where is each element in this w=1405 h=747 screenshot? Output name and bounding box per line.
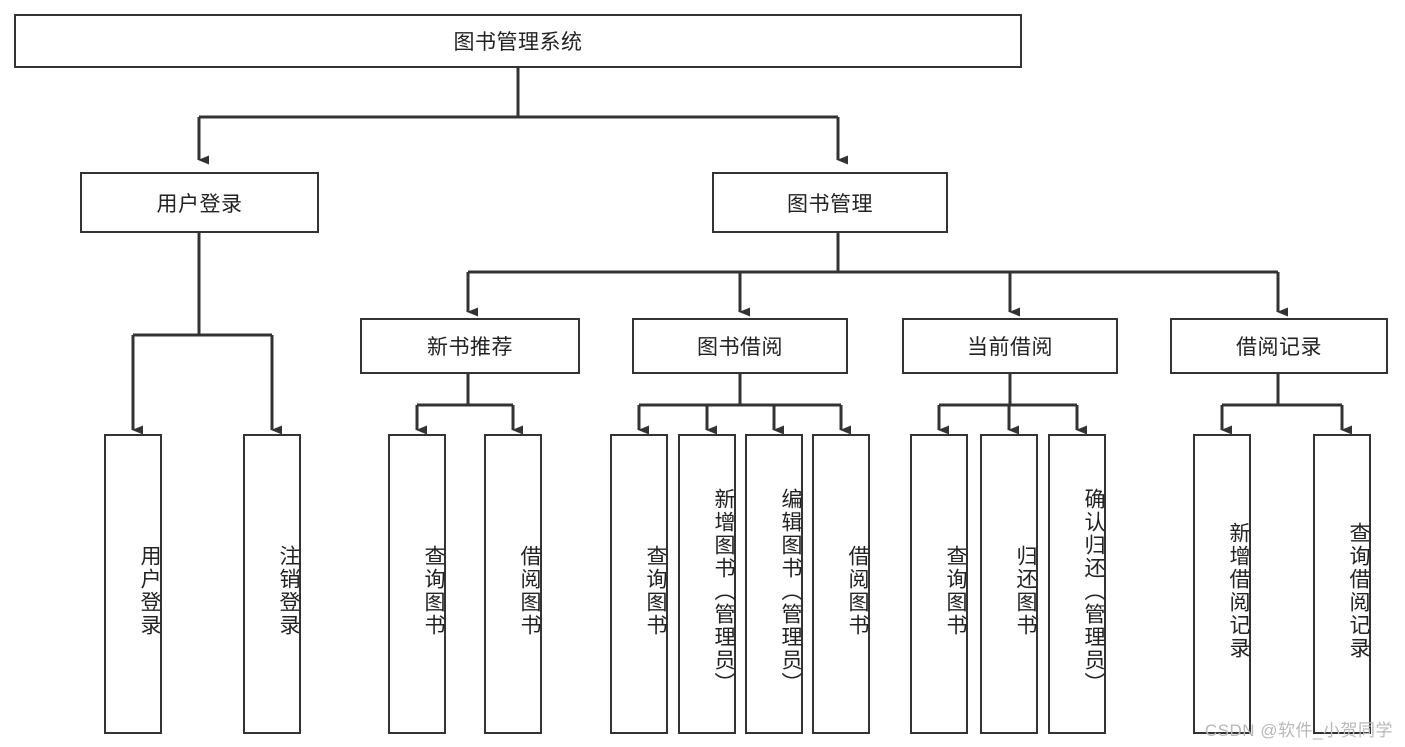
node-book-manage[interactable]: 图书管理 [712, 172, 948, 233]
node-borrow-record-label: 借阅记录 [1236, 336, 1322, 359]
leaf-confirm-return-label: 确认归还（管理员） [1082, 487, 1105, 695]
leaf-confirm-return[interactable]: 确认归还（管理员） [1048, 434, 1106, 734]
leaf-add-record[interactable]: 新增借阅记录 [1193, 434, 1251, 734]
leaf-return-book[interactable]: 归还图书 [980, 434, 1038, 734]
leaf-query-record-label: 查询借阅记录 [1347, 522, 1370, 660]
node-user-login[interactable]: 用户登录 [80, 172, 319, 233]
leaf-add-book-label: 新增图书（管理员） [712, 487, 735, 695]
leaf-query-book-2[interactable]: 查询图书 [610, 434, 668, 734]
node-current-borrow[interactable]: 当前借阅 [902, 318, 1118, 374]
leaf-logout[interactable]: 注销登录 [243, 434, 301, 734]
leaf-user-login[interactable]: 用户登录 [104, 434, 162, 734]
leaf-add-book[interactable]: 新增图书（管理员） [678, 434, 736, 734]
node-book-borrow[interactable]: 图书借阅 [632, 318, 848, 374]
leaf-add-record-label: 新增借阅记录 [1227, 522, 1250, 660]
node-root[interactable]: 图书管理系统 [14, 14, 1022, 68]
node-root-label: 图书管理系统 [453, 31, 583, 54]
leaf-query-record[interactable]: 查询借阅记录 [1313, 434, 1371, 734]
leaf-query-book-1[interactable]: 查询图书 [388, 434, 446, 734]
leaf-query-book-2-label: 查询图书 [644, 545, 667, 637]
node-book-borrow-label: 图书借阅 [697, 336, 783, 359]
leaf-return-book-label: 归还图书 [1014, 545, 1037, 637]
node-user-login-label: 用户登录 [156, 192, 243, 216]
watermark: CSDN @软件_小贺同学 [1204, 721, 1393, 740]
leaf-logout-label: 注销登录 [277, 545, 300, 637]
leaf-edit-book-label: 编辑图书（管理员） [779, 487, 802, 695]
leaf-borrow-book-2[interactable]: 借阅图书 [812, 434, 870, 734]
leaf-user-login-label: 用户登录 [138, 545, 161, 637]
node-current-borrow-label: 当前借阅 [967, 336, 1053, 359]
leaf-borrow-book-2-label: 借阅图书 [846, 545, 869, 637]
leaf-query-book-3-label: 查询图书 [944, 545, 967, 637]
leaf-edit-book[interactable]: 编辑图书（管理员） [745, 434, 803, 734]
leaf-borrow-book-1[interactable]: 借阅图书 [484, 434, 542, 734]
leaf-query-book-3[interactable]: 查询图书 [910, 434, 968, 734]
leaf-borrow-book-1-label: 借阅图书 [518, 545, 541, 637]
leaf-query-book-1-label: 查询图书 [422, 545, 445, 637]
node-book-manage-label: 图书管理 [787, 192, 873, 216]
node-new-book-recommend-label: 新书推荐 [427, 336, 513, 359]
node-new-book-recommend[interactable]: 新书推荐 [360, 318, 580, 374]
node-borrow-record[interactable]: 借阅记录 [1170, 318, 1388, 374]
